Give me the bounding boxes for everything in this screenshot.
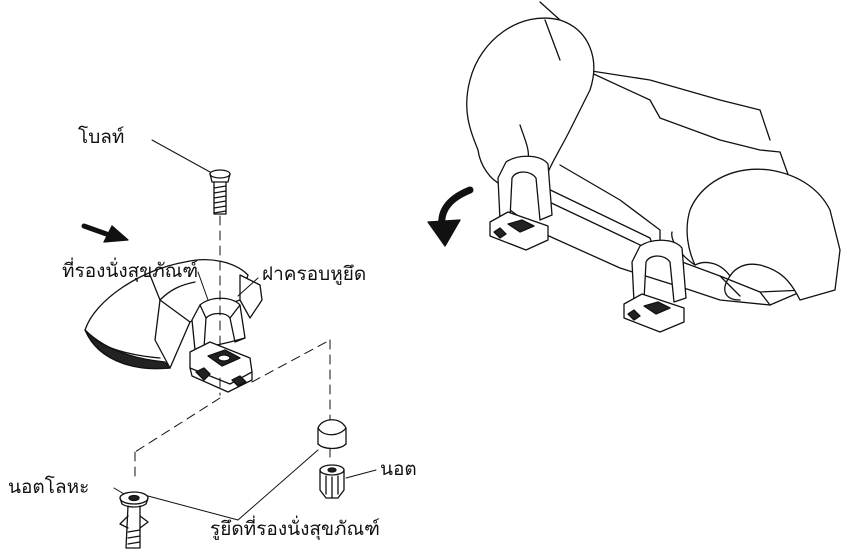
hinge-cover-left: [191, 297, 246, 351]
install-guide-lines: [134, 339, 331, 481]
metal-nut-icon: [119, 491, 149, 549]
label-bolt: โบลท์: [78, 126, 125, 148]
rotation-arrow-icon: [427, 186, 474, 247]
bolt-icon: [209, 169, 231, 215]
label-seat-fixing-hole: รูยึดที่รองนั่งสุขภัณฑ์: [210, 518, 380, 540]
label-metal-nut: นอตโลหะ: [8, 476, 90, 498]
label-toilet-seat: ที่รองนั่งสุขภัณฑ์: [62, 260, 199, 282]
label-hinge-cover: ฝาครอบหูยึด: [262, 263, 367, 285]
toilet-seat-illustration: [84, 259, 263, 370]
seat-hole-cutaway: [317, 419, 347, 450]
hands-illustration: [466, 1, 841, 333]
label-nut: นอต: [380, 458, 417, 480]
direction-arrow-icon: [81, 223, 129, 243]
hinge-base-left: [189, 341, 253, 393]
nut-icon: [319, 464, 345, 499]
